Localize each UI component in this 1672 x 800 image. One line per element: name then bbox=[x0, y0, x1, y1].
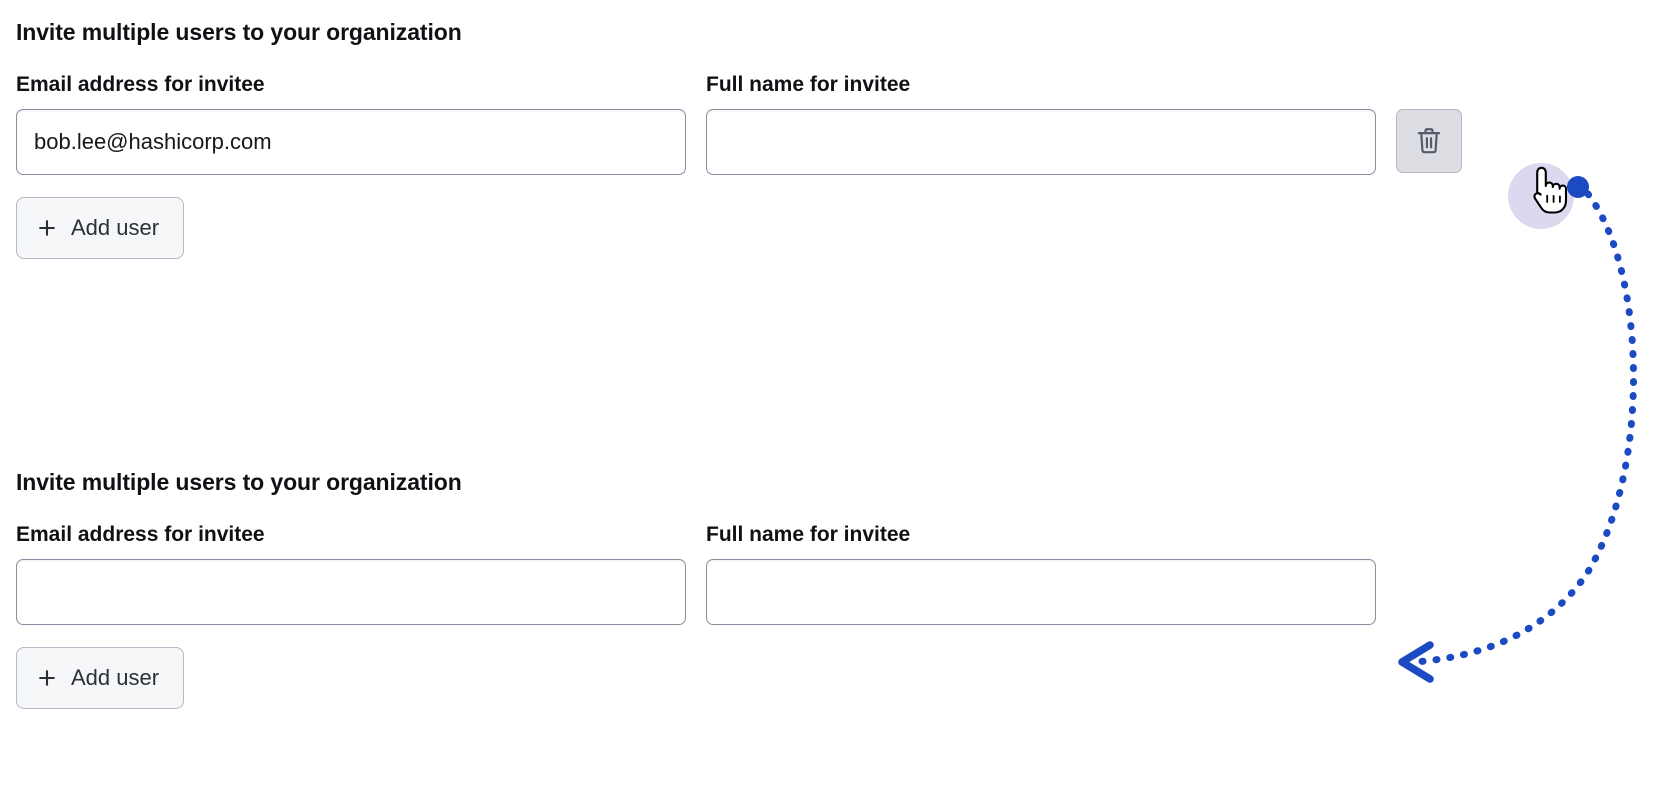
fullname-field-label-2: Full name for invitee bbox=[706, 523, 911, 546]
email-input-2[interactable] bbox=[16, 559, 686, 625]
add-user-button-label-2: Add user bbox=[71, 665, 160, 690]
invite-row-1: Email address for invitee Full name for … bbox=[16, 72, 1462, 175]
email-field-label: Email address for invitee bbox=[16, 73, 265, 96]
delete-invitee-button[interactable] bbox=[1396, 109, 1462, 173]
fullname-field-group: Full name for invitee bbox=[706, 72, 1376, 175]
email-field-group: Email address for invitee bbox=[16, 72, 686, 175]
plus-icon bbox=[37, 218, 57, 238]
email-field-group-2: Email address for invitee bbox=[16, 522, 686, 625]
add-user-button[interactable]: Add user bbox=[16, 197, 185, 259]
invite-row-2: Email address for invitee Full name for … bbox=[16, 522, 1376, 625]
page-title: Invite multiple users to your organizati… bbox=[16, 19, 462, 45]
trash-icon bbox=[1415, 126, 1443, 156]
invite-section-1: Invite multiple users to your organizati… bbox=[16, 18, 1462, 259]
invite-section-2: Invite multiple users to your organizati… bbox=[16, 468, 1376, 709]
fullname-input[interactable] bbox=[706, 109, 1376, 175]
add-user-button-2[interactable]: Add user bbox=[16, 647, 185, 709]
add-user-button-label: Add user bbox=[71, 215, 160, 240]
fullname-field-group-2: Full name for invitee bbox=[706, 522, 1376, 625]
email-field-label-2: Email address for invitee bbox=[16, 523, 265, 546]
page-title-2: Invite multiple users to your organizati… bbox=[16, 469, 462, 495]
fullname-field-label: Full name for invitee bbox=[706, 73, 911, 96]
email-input[interactable] bbox=[16, 109, 686, 175]
click-highlight-circle bbox=[1508, 163, 1574, 229]
click-dot-marker bbox=[1567, 176, 1589, 198]
pointing-hand-cursor bbox=[1523, 162, 1569, 223]
plus-icon-2 bbox=[37, 668, 57, 688]
fullname-input-2[interactable] bbox=[706, 559, 1376, 625]
